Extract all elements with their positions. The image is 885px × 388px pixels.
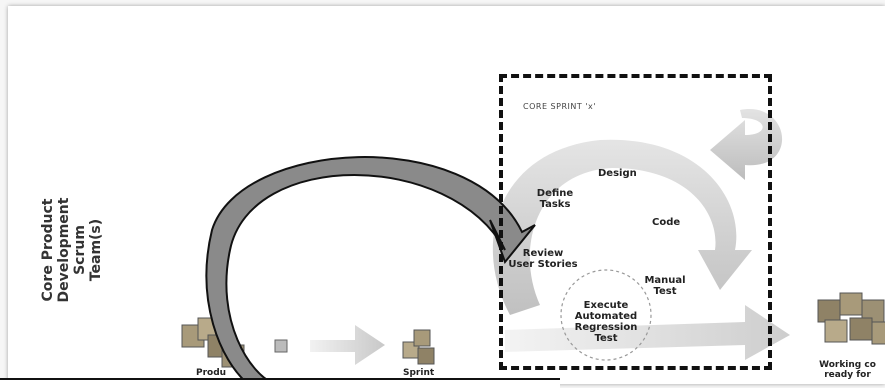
team-label-line3: Team(s): [88, 218, 104, 282]
step-define-label: Define: [536, 188, 574, 199]
sprint-cycle-ring: [492, 139, 752, 315]
working-code-label-line2: ready for: [824, 370, 871, 380]
working-code-label-line1: Working co: [819, 360, 876, 370]
team-label-line1: Core Product: [40, 198, 56, 302]
step-review-user-stories: Review User Stories: [498, 248, 588, 270]
execute-step-circle: [560, 269, 652, 361]
team-label-line2: Development Scrum: [56, 197, 88, 303]
step-test-label: Test: [594, 333, 618, 344]
sprint-backlog-label: Sprint: [403, 368, 435, 378]
working-code-label: Working co ready for: [810, 360, 885, 380]
step-execute-automated-regression-test: Execute Automated Regression Test: [566, 300, 646, 344]
step-code: Code: [652, 217, 681, 228]
step-execute-label: Execute: [583, 300, 629, 311]
curved-arrow-overlay: [205, 156, 536, 384]
bottom-overlay-bar: [0, 378, 560, 388]
core-sprint-box: [499, 74, 772, 370]
team-label: Core Product Development Scrum Team(s): [40, 195, 104, 305]
step-design: Design: [598, 168, 637, 179]
step-automated-label: Automated: [574, 311, 638, 322]
step-user-stories-label: User Stories: [508, 259, 578, 270]
core-sprint-title: CORE SPRINT 'x': [523, 102, 596, 111]
small-loop-arrow: [710, 109, 783, 180]
step-manual-test: Manual Test: [640, 275, 690, 297]
product-backlog-label: Produ: [196, 368, 227, 378]
step-tasks-label: Tasks: [539, 199, 571, 210]
step-define-tasks: Define Tasks: [530, 188, 580, 210]
sprint-backlog-cubes-icon: [402, 329, 435, 365]
step-regression-label: Regression: [574, 322, 638, 333]
bottom-flow-arrow: [505, 305, 790, 360]
middle-flow-arrow: [310, 325, 385, 365]
step-review-label: Review: [522, 248, 564, 259]
step-manual-label: Manual: [644, 275, 686, 286]
working-code-cubes-icon: [817, 292, 885, 345]
step-manual-test-label: Test: [653, 286, 677, 297]
